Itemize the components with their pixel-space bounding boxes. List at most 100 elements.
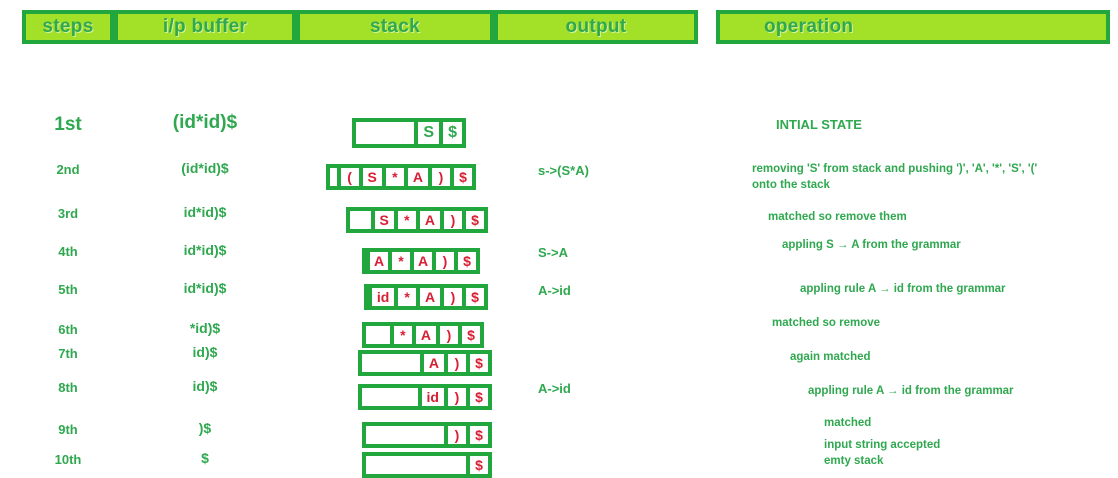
stack-symbol: A (366, 252, 388, 270)
stack-symbol: $ (439, 122, 462, 144)
cell-stack: A)$ (358, 350, 492, 376)
cell-step-number: 6th (58, 322, 78, 337)
cell-operation: matched so remove (716, 316, 1116, 332)
stack-symbol: * (393, 211, 416, 229)
operation-line: emty stack (824, 454, 884, 467)
operation-line: matched so remove them (768, 211, 907, 223)
stack-symbol: * (394, 288, 416, 306)
stack-symbol: S (370, 211, 394, 229)
cell-step-number: 7th (58, 346, 78, 361)
stack-symbol: ) (444, 426, 466, 444)
cell-stack: S$ (352, 118, 466, 148)
cell-input-buffer: id*id)$ (183, 280, 227, 296)
header-ip-buffer: i/p buffer (114, 10, 296, 44)
stack-symbol: A (419, 354, 444, 372)
operation-line: again matched (790, 351, 871, 363)
stack-symbol: * (388, 252, 410, 270)
stack-symbol: ) (428, 168, 450, 186)
cell-step-number: 5th (58, 282, 78, 297)
stack-symbol: ) (436, 326, 458, 344)
cell-input-buffer: id)$ (192, 378, 218, 394)
stack-symbol: id (417, 388, 444, 406)
stack-symbol: $ (466, 388, 488, 406)
cell-stack: (S*A)$ (326, 164, 476, 190)
stack-symbol: ( (336, 168, 359, 186)
cell-output: A->id (538, 381, 571, 396)
stack-empty-space (362, 388, 418, 406)
stack-symbol: S (414, 122, 439, 144)
cell-stack: *A)$ (362, 322, 484, 348)
cell-input-buffer: $ (201, 450, 209, 466)
operation-line: INTIAL STATE (776, 117, 862, 132)
stack-empty-space (366, 456, 466, 474)
stack-empty-space (366, 326, 390, 344)
cell-operation: removing 'S' from stack and pushing ')',… (716, 162, 1116, 193)
cell-operation: matched (716, 416, 1116, 432)
header-output: output (494, 10, 698, 44)
stack-empty-space (362, 354, 420, 372)
cell-input-buffer: id*id)$ (183, 204, 227, 220)
cell-stack: A*A)$ (362, 248, 480, 274)
cell-step-number: 2nd (56, 162, 80, 177)
cell-operation: appling rule A → id from the grammar (716, 282, 1116, 298)
cell-stack: $ (362, 452, 492, 478)
operation-line: removing 'S' from stack and pushing ')',… (752, 163, 1038, 175)
stack-symbol: ) (440, 288, 462, 306)
cell-input-buffer: id)$ (192, 344, 218, 360)
cell-step-number: 10th (54, 452, 82, 467)
stack-symbol: ) (440, 211, 462, 229)
stack-symbol: A (403, 168, 428, 186)
operation-line: appling rule A → id from the grammar (800, 283, 1006, 295)
stack-symbol: $ (466, 426, 488, 444)
stack-symbol: $ (450, 168, 472, 186)
stack-symbol: ) (444, 354, 466, 372)
stack-empty-space (350, 211, 371, 229)
stack-empty-space (366, 426, 444, 444)
table-header-row: steps i/p buffer stack output operation (0, 0, 1118, 52)
header-operation: operation (716, 10, 1110, 44)
cell-input-buffer: id*id)$ (183, 242, 227, 258)
operation-line: matched (824, 417, 872, 429)
cell-operation: again matched (716, 350, 1116, 366)
stack-symbol: ) (432, 252, 454, 270)
stack-symbol: $ (462, 288, 484, 306)
cell-step-number: 3rd (57, 206, 79, 221)
stack-symbol: $ (454, 252, 476, 270)
stack-symbol: id (368, 288, 394, 306)
operation-line: matched so remove (772, 317, 881, 329)
stack-symbol: A (410, 252, 432, 270)
operation-line: onto the stack (752, 178, 830, 191)
cell-input-buffer: (id*id)$ (181, 160, 229, 176)
cell-input-buffer: )$ (198, 420, 212, 436)
operation-line: appling S → A from the grammar (782, 239, 961, 251)
cell-stack: id)$ (358, 384, 492, 410)
cell-step-number: 9th (58, 422, 78, 437)
stack-symbol: $ (466, 456, 488, 474)
stack-symbol: A (411, 326, 436, 344)
stack-symbol: $ (458, 326, 480, 344)
stack-symbol: $ (466, 354, 488, 372)
cell-operation: INTIAL STATE (716, 116, 1116, 134)
cell-output: s->(S*A) (538, 163, 589, 178)
stack-symbol: $ (462, 211, 484, 229)
cell-operation: appling S → A from the grammar (716, 238, 1116, 254)
cell-output: S->A (538, 245, 568, 260)
stack-symbol: ) (444, 388, 466, 406)
cell-stack: )$ (362, 422, 492, 448)
stack-symbol: A (415, 211, 440, 229)
header-steps: steps (22, 10, 114, 44)
cell-step-number: 4th (58, 244, 78, 259)
operation-line: input string accepted (824, 439, 941, 451)
stack-empty-space (356, 122, 414, 144)
stack-symbol: * (389, 326, 412, 344)
cell-operation: input string accepted emty stack (716, 438, 1116, 469)
cell-step-number: 1st (54, 114, 82, 135)
stack-symbol: * (381, 168, 404, 186)
cell-step-number: 8th (58, 380, 78, 395)
cell-stack: S*A)$ (346, 207, 488, 233)
cell-stack: id*A)$ (364, 284, 488, 310)
cell-operation: appling rule A → id from the grammar (716, 384, 1116, 400)
cell-input-buffer: *id)$ (189, 320, 221, 336)
cell-operation: matched so remove them (716, 210, 1116, 226)
